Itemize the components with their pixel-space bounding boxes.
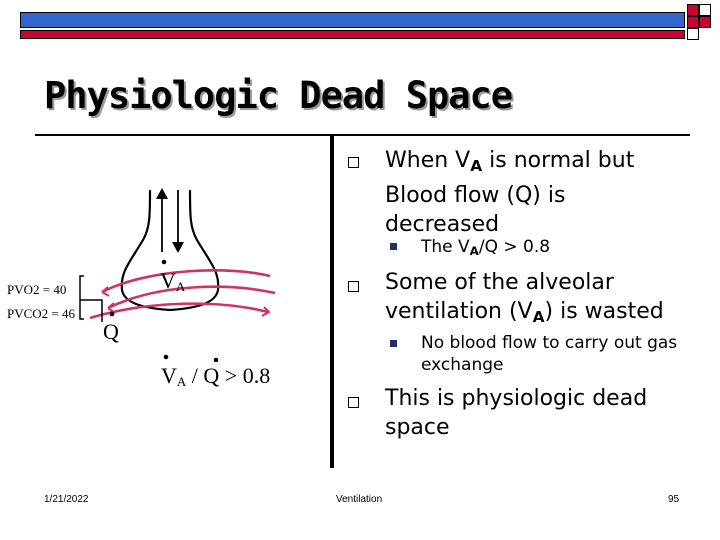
capillary-curve-3 [89, 302, 269, 320]
column-divider [330, 136, 334, 468]
bullet-1-text: When VA is normal but Blood flow (Q) is … [385, 148, 635, 237]
ratio-va-dot [163, 354, 169, 360]
footer-page-number: 95 [668, 494, 680, 505]
slide-title: Physiologic Dead Space [44, 74, 513, 117]
header-square-4 [699, 16, 711, 28]
gas-bracket [79, 275, 84, 320]
ratio-q-dot [213, 357, 219, 363]
q-dot [109, 311, 115, 317]
air-arrow-down-head [172, 242, 184, 253]
bullet-2-icon [348, 281, 359, 292]
pvco2-label: PVCO2 = 46 [7, 306, 76, 321]
bullet-2-sub-text: No blood flow to carry out gas exchange [421, 333, 678, 375]
pvo2-label: PVO2 = 40 [7, 282, 66, 297]
bullet-2-text: Some of the alveolar ventilation (VA) is… [385, 270, 664, 326]
title-rule [35, 134, 690, 136]
header-square-3 [687, 16, 699, 28]
footer-title: Ventilation [336, 494, 383, 505]
q-label: Q [103, 319, 119, 344]
capillary-curve-2 [107, 285, 276, 310]
bullet-1-sub-text: The VA/Q > 0.8 [421, 237, 551, 258]
header-square-2 [699, 4, 711, 16]
va-dot [161, 259, 167, 265]
capillary-curve-3-head [261, 306, 271, 317]
capillary-curve-1-head [101, 286, 110, 297]
bullet-3-text: This is physiologic dead space [385, 386, 648, 440]
bullet-1-sub-icon [390, 243, 397, 250]
header-square-5 [687, 28, 699, 40]
va-label: VA [160, 268, 186, 294]
header-square-1 [687, 4, 699, 16]
ratio-label: VA / Q > 0.8 [161, 363, 270, 389]
header-blue-bar [20, 12, 685, 28]
bullet-1-icon [348, 157, 359, 168]
bullet-3-icon [348, 397, 359, 408]
footer-date: 1/21/2022 [44, 494, 89, 505]
capillary-curve-1 [101, 269, 271, 294]
alveolus-outline [120, 189, 220, 312]
header-red-bar [20, 30, 685, 39]
air-arrow-up-head [156, 188, 168, 199]
gas-connector [80, 299, 103, 322]
alveolus-diagram: VA Q PVO2 = 40 PVCO2 = 46 VA / Q > 0.8 [7, 188, 276, 389]
bullet-2-sub-icon [390, 340, 397, 347]
